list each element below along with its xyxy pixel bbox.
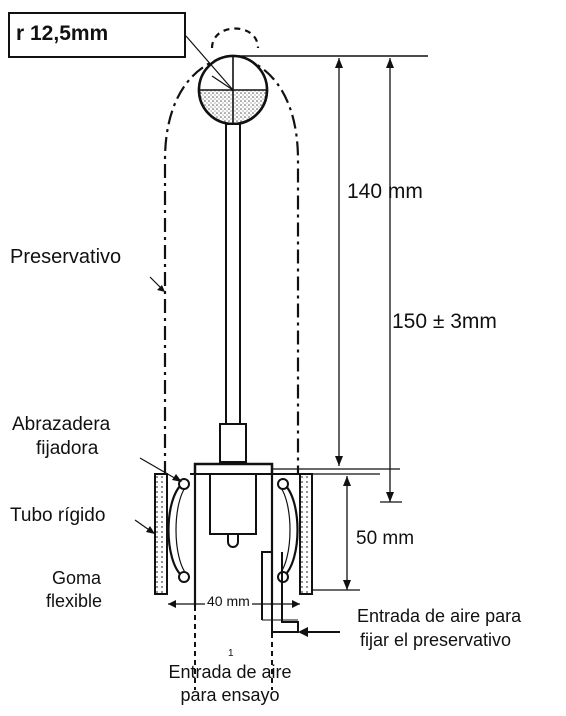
- rod-collar: [219, 423, 247, 463]
- abrazadera-label-line2: fijadora: [36, 438, 99, 459]
- rubber-right: [283, 483, 299, 577]
- air-inlet-fix-label-line2: fijar el preservativo: [360, 630, 512, 650]
- preservativo-outline: [163, 54, 300, 475]
- rigid-tube-left-wall: [154, 473, 168, 595]
- air-inlet-test-label-line2: para ensayo: [180, 685, 280, 705]
- tubo-rigido-label: Tubo rígido: [10, 505, 106, 526]
- dim-50-label: 50 mm: [356, 528, 415, 549]
- marker-1: 1: [228, 648, 234, 659]
- air-inlet-pipe: [261, 551, 299, 633]
- clamp-cap: [193, 462, 274, 474]
- dim-140-label: 140 mm: [347, 180, 423, 203]
- air-inlet-fix-label-line1: Entrada de aire para: [357, 606, 522, 626]
- dim-40-label: 40 mm: [205, 593, 252, 610]
- preservativo-tip: [210, 27, 260, 49]
- abrazadera-label-line1: Abrazadera: [12, 414, 111, 435]
- air-inlet-test-label-line1: Entrada de aire: [168, 662, 292, 682]
- ring-bottom-left: [178, 571, 190, 583]
- inner-cup: [209, 473, 257, 535]
- goma-label-line2: flexible: [46, 591, 103, 611]
- rigid-tube-right-wall: [299, 473, 313, 595]
- dim-150-label: 150 ± 3mm: [392, 310, 497, 333]
- rod: [225, 123, 241, 425]
- ring-top-right: [277, 478, 289, 490]
- radius-label: r 12,5mm: [16, 22, 109, 45]
- rubber-left: [167, 483, 183, 577]
- radius-box: [8, 12, 186, 58]
- goma-label-line1: Goma: [52, 568, 102, 588]
- preservativo-label: Preservativo: [10, 246, 122, 268]
